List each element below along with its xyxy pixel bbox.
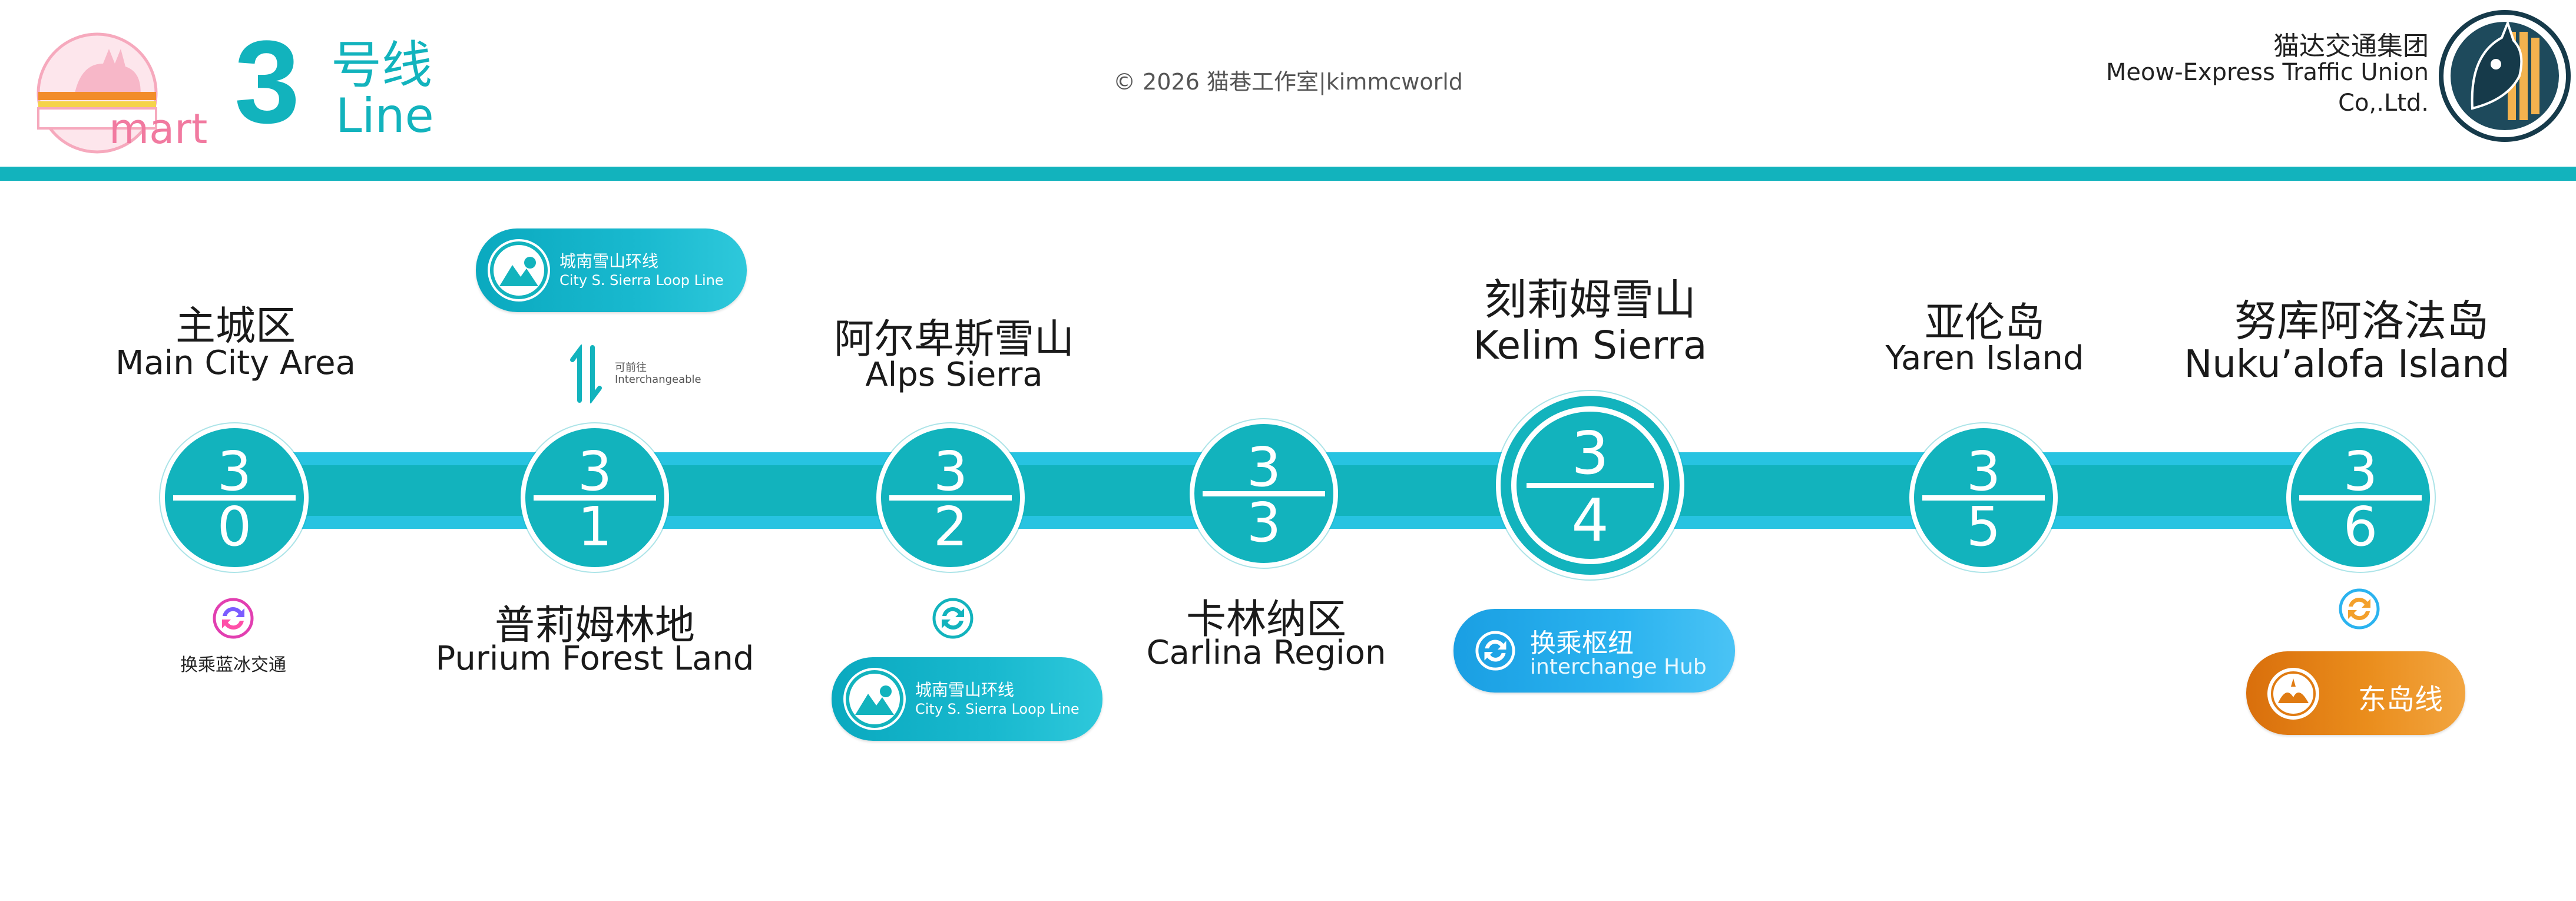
interchangeable-cn: 可前往	[615, 362, 647, 374]
interchange-hub-badge[interactable]: 换乘枢纽 interchange Hub	[1453, 609, 1735, 693]
station-32-marker[interactable]: 3 2	[876, 423, 1025, 572]
line-label-en: Line	[336, 88, 434, 143]
station-35-code-bottom: 5	[1966, 495, 2001, 558]
company-name-cn: 猫达交通集团	[2273, 31, 2429, 61]
station-30-name-en: Main City Area	[115, 344, 356, 382]
loop-line-badge-top[interactable]: 城南雪山环线 City S. Sierra Loop Line	[476, 228, 747, 312]
mart-logo: mart	[32, 28, 221, 158]
station-34-name-cn: 刻莉姆雪山	[1484, 275, 1696, 324]
interchangeable-en: Interchangeable	[615, 373, 701, 386]
station-33-marker[interactable]: 3 3	[1190, 419, 1338, 568]
island-emblem-icon	[2267, 668, 2319, 720]
station-32-code-bottom: 2	[933, 495, 968, 558]
station-34-code-bottom: 4	[1571, 486, 1609, 555]
station-36-code-top: 3	[2343, 440, 2378, 503]
station-32-name-cn: 阿尔卑斯雪山	[833, 316, 1074, 363]
company-name-en: Meow-Express Traffic Union	[2105, 59, 2429, 86]
station-30-code-bottom: 0	[217, 495, 252, 558]
ice-transit-transfer-icon[interactable]	[212, 597, 254, 640]
station-34-marker[interactable]: 3 4	[1496, 391, 1684, 579]
station-31-code-top: 3	[577, 440, 612, 503]
transfer-icon	[1475, 630, 1516, 671]
line-label-cn: 号线	[331, 36, 432, 95]
line-number: 3	[234, 16, 300, 148]
copyright-text: © 2026 猫巷工作室|kimmcworld	[1113, 69, 1463, 95]
station-33-code-bottom: 3	[1246, 491, 1282, 554]
station-36-name-en: Nuku’alofa Island	[2184, 343, 2510, 386]
station-33-name-cn: 卡林纳区	[1186, 597, 1346, 643]
station-33-name-en: Carlina Region	[1146, 634, 1386, 672]
station-33-code-top: 3	[1246, 436, 1282, 499]
station-34-name-en: Kelim Sierra	[1473, 323, 1707, 368]
station-35-name-cn: 亚伦岛	[1924, 300, 2045, 346]
loop-line-name-cn: 城南雪山环线	[559, 251, 659, 271]
station-divider	[1922, 495, 2045, 501]
station-30-code-top: 3	[217, 440, 252, 503]
station-35-marker[interactable]: 3 5	[1909, 423, 2058, 572]
company-logo	[2437, 8, 2572, 144]
interchange-ring	[1511, 406, 1669, 564]
station-35-name-en: Yaren Island	[1885, 339, 2084, 377]
east-island-line-badge[interactable]: 东岛线	[2246, 651, 2465, 735]
snow-mountain-icon	[843, 668, 906, 730]
ice-transit-label: 换乘蓝冰交通	[180, 655, 286, 675]
loop-line-name-cn: 城南雪山环线	[915, 680, 1015, 700]
station-36-name-cn: 努库阿洛法岛	[2234, 296, 2489, 346]
header-divider-bar	[0, 167, 2576, 181]
station-35-code-top: 3	[1966, 440, 2001, 503]
company-cat-emblem-icon	[2439, 10, 2571, 142]
station-32-name-en: Alps Sierra	[865, 356, 1043, 394]
station-30-marker[interactable]: 3 0	[160, 423, 309, 572]
station-34-code-top: 3	[1571, 419, 1609, 488]
hub-label-en: interchange Hub	[1530, 655, 1707, 679]
station-36-marker[interactable]: 3 6	[2286, 423, 2435, 572]
loop-line-name-en: City S. Sierra Loop Line	[915, 701, 1080, 717]
company-suffix: Co,.Ltd.	[2338, 90, 2429, 117]
interchange-arrows-icon	[569, 343, 604, 405]
station-divider	[2299, 495, 2422, 501]
station-divider	[1527, 483, 1654, 488]
station-31-name-cn: 普莉姆林地	[494, 602, 695, 649]
transfer-icon[interactable]	[932, 597, 974, 640]
cat-train-logo-icon: mart	[37, 32, 207, 154]
station-31-marker[interactable]: 3 1	[521, 423, 669, 572]
station-31-code-bottom: 1	[577, 495, 612, 558]
station-divider	[534, 495, 656, 501]
station-30-name-cn: 主城区	[175, 303, 296, 350]
snow-mountain-icon	[488, 239, 550, 302]
station-31-name-en: Purium Forest Land	[435, 640, 754, 678]
loop-line-name-en: City S. Sierra Loop Line	[559, 272, 724, 289]
station-divider	[889, 495, 1012, 501]
station-36-code-bottom: 6	[2343, 495, 2378, 558]
station-divider	[1203, 491, 1325, 496]
hub-label-cn: 换乘枢纽	[1530, 628, 1634, 658]
east-line-transfer-icon[interactable]	[2338, 588, 2380, 630]
station-divider	[173, 495, 296, 501]
loop-line-badge-bottom[interactable]: 城南雪山环线 City S. Sierra Loop Line	[832, 657, 1102, 741]
brand-mark-text: mart	[109, 105, 207, 153]
east-island-line-label: 东岛线	[2358, 683, 2443, 716]
station-32-code-top: 3	[933, 440, 968, 503]
